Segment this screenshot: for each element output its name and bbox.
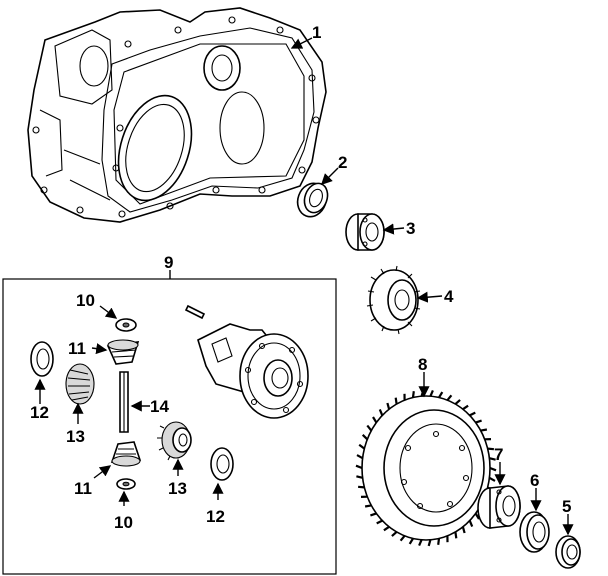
oil-seal bbox=[296, 182, 329, 218]
ring-gear-tooth bbox=[446, 394, 453, 401]
callout-10-bottom: 10 bbox=[114, 513, 133, 532]
callout-10-top: 10 bbox=[76, 291, 95, 310]
ring-gear-tooth bbox=[480, 428, 488, 432]
thrust-washer-12-right bbox=[210, 447, 234, 481]
ring-gear-tooth bbox=[361, 434, 369, 441]
callout-6: 6 bbox=[530, 471, 539, 490]
ring-gear-tooth bbox=[454, 399, 461, 405]
ring-gear-tooth bbox=[411, 391, 415, 398]
ring-gear-tooth bbox=[408, 537, 414, 545]
ring-gear-tooth bbox=[474, 512, 480, 520]
ring-gear-tooth bbox=[378, 408, 384, 416]
ring-gear-tooth bbox=[376, 519, 383, 525]
ring-gear-tooth bbox=[364, 504, 372, 508]
ring-gear-tooth bbox=[366, 424, 373, 432]
side-gear-13-bottom bbox=[157, 421, 192, 461]
callout-12-left: 12 bbox=[30, 403, 49, 422]
pinion-gear-11-top bbox=[106, 339, 140, 365]
callout-13-left: 13 bbox=[66, 427, 85, 446]
differential-case bbox=[197, 323, 309, 419]
callout-12-right: 12 bbox=[206, 507, 225, 526]
ring-gear-tooth bbox=[489, 457, 496, 461]
pinion-pin-small bbox=[184, 304, 206, 320]
callout-13-bottom: 13 bbox=[168, 479, 187, 498]
callout-4: 4 bbox=[444, 287, 454, 306]
ring-gear bbox=[355, 389, 497, 547]
ring-gear-tooth bbox=[372, 416, 378, 424]
ring-gear-tooth bbox=[437, 538, 441, 545]
callout-2: 2 bbox=[338, 153, 347, 172]
ring-gear-tooth bbox=[429, 389, 434, 397]
callout-3: 3 bbox=[406, 219, 415, 238]
ring-gear-tooth bbox=[356, 475, 363, 479]
pinion-gear-11-bottom bbox=[110, 441, 142, 467]
ring-gear-tooth bbox=[489, 466, 497, 472]
ring-gear-tooth bbox=[462, 404, 469, 411]
ring-gear-tooth bbox=[418, 539, 423, 547]
ring-gear-tooth bbox=[399, 535, 406, 542]
ring-gear-tooth bbox=[383, 525, 390, 532]
side-gear-13-left bbox=[65, 363, 95, 405]
callout-1: 1 bbox=[312, 23, 321, 42]
washer-10-bottom bbox=[116, 478, 136, 490]
thrust-washer-12-left bbox=[30, 341, 54, 377]
ring-gear-tooth bbox=[394, 397, 398, 405]
callout-7: 7 bbox=[494, 445, 503, 464]
ring-gear-tooth bbox=[487, 447, 495, 451]
ring-gear-tooth bbox=[461, 526, 466, 534]
bearing-race bbox=[519, 511, 550, 553]
bearing-upper bbox=[345, 213, 385, 251]
oil-seal-lower bbox=[555, 535, 581, 569]
ring-gear-tooth bbox=[357, 485, 365, 489]
ring-gear-tooth bbox=[370, 512, 377, 517]
ring-gear-tooth bbox=[355, 464, 363, 470]
callout-11-bottom: 11 bbox=[74, 479, 92, 498]
ring-gear-tooth bbox=[386, 402, 391, 410]
ring-gear-tooth bbox=[488, 476, 496, 482]
ring-gear-tooth bbox=[358, 443, 366, 450]
callout-14: 14 bbox=[150, 397, 169, 416]
ring-gear-tooth bbox=[454, 531, 458, 539]
callout-9: 9 bbox=[164, 253, 173, 272]
bearing-lower bbox=[477, 485, 521, 529]
transaxle-housing bbox=[27, 7, 327, 223]
callout-8: 8 bbox=[418, 355, 427, 374]
callout-11-top: 11 bbox=[68, 339, 86, 358]
pinion-shaft-14 bbox=[119, 371, 129, 433]
drive-gear bbox=[366, 265, 421, 335]
ring-gear-tooth bbox=[475, 419, 482, 424]
ring-gear-tooth bbox=[427, 539, 432, 547]
callout-5: 5 bbox=[562, 497, 571, 516]
ring-gear-tooth bbox=[469, 411, 476, 417]
ring-gear-tooth bbox=[356, 454, 364, 460]
ring-gear-tooth bbox=[438, 391, 444, 399]
washer-10-top bbox=[115, 318, 137, 332]
ring-gear-tooth bbox=[468, 520, 474, 528]
ring-gear-tooth bbox=[391, 531, 398, 537]
